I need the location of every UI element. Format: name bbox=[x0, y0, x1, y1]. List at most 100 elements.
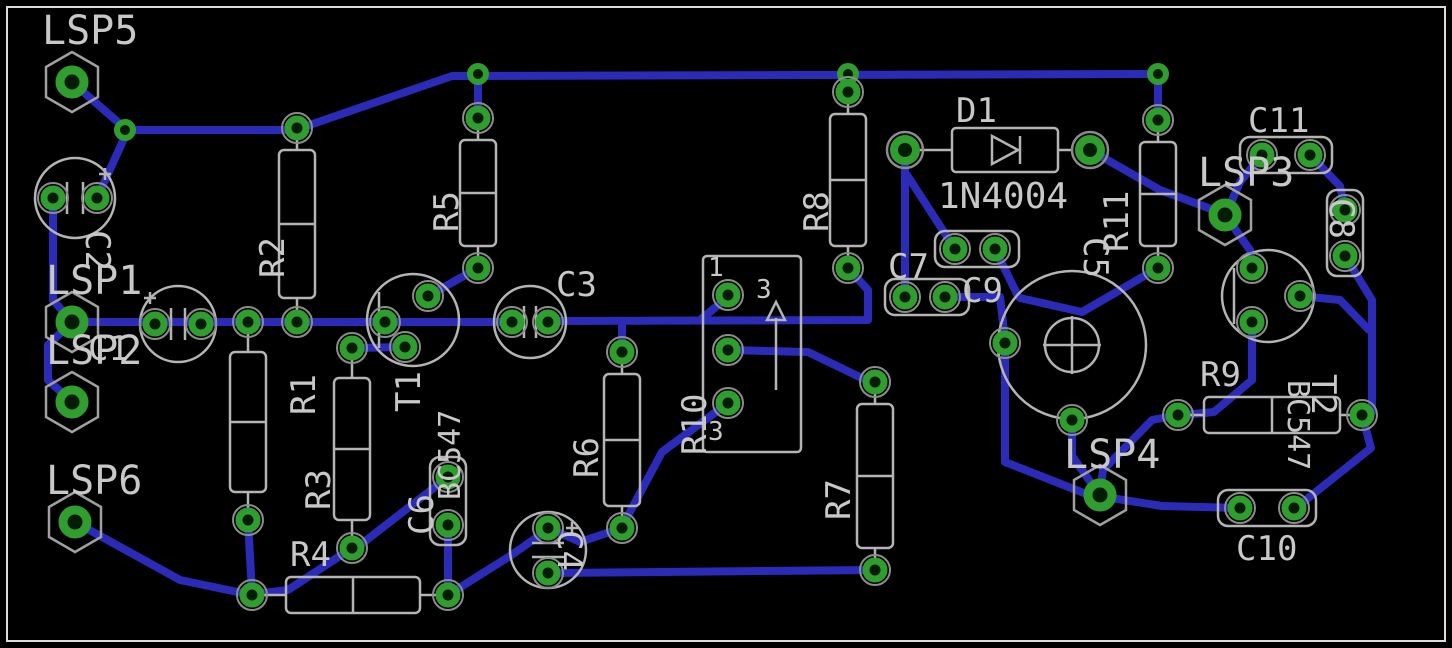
label-t2: T2 bbox=[1303, 374, 1343, 415]
pad[interactable] bbox=[1143, 105, 1173, 135]
trace[interactable] bbox=[901, 146, 1162, 501]
pad[interactable] bbox=[233, 505, 263, 535]
resistor-R2-outline[interactable] bbox=[277, 128, 317, 322]
pad[interactable] bbox=[533, 307, 563, 337]
label-c6: C6 bbox=[402, 494, 442, 535]
label-r7: R7 bbox=[819, 479, 859, 520]
pad[interactable] bbox=[1237, 253, 1267, 283]
pad[interactable] bbox=[370, 307, 400, 337]
label-r1: R1 bbox=[284, 374, 324, 415]
label-r10-pin3-right: 3 bbox=[756, 275, 772, 305]
pad[interactable] bbox=[607, 337, 637, 367]
pad[interactable] bbox=[233, 307, 263, 337]
resistor-R3-outline[interactable] bbox=[332, 348, 372, 548]
pad[interactable] bbox=[1279, 493, 1309, 523]
pad[interactable] bbox=[1163, 400, 1193, 430]
pad[interactable] bbox=[463, 103, 493, 133]
pad[interactable] bbox=[237, 580, 267, 610]
pad[interactable] bbox=[463, 253, 493, 283]
pad[interactable] bbox=[82, 183, 112, 213]
pad[interactable] bbox=[713, 388, 743, 418]
label-r6: R6 bbox=[567, 437, 607, 478]
diode-D1-outline[interactable] bbox=[919, 126, 1073, 174]
label-lsp6: LSP6 bbox=[46, 458, 142, 504]
pad[interactable] bbox=[1295, 140, 1325, 170]
via-pad[interactable] bbox=[117, 122, 133, 138]
board-outline bbox=[6, 6, 1446, 642]
capacitor-C11-outline[interactable] bbox=[1238, 135, 1334, 175]
pad[interactable] bbox=[1330, 241, 1360, 271]
resistor-R1-outline[interactable] bbox=[228, 322, 268, 520]
pad[interactable] bbox=[990, 328, 1020, 358]
label-r10-pin3-bottom: 3 bbox=[708, 417, 724, 447]
pad[interactable] bbox=[186, 309, 216, 339]
pads bbox=[38, 52, 1377, 610]
label-t1: T1 bbox=[389, 371, 429, 412]
label-c5: C5 bbox=[1075, 237, 1115, 278]
pad[interactable] bbox=[607, 513, 637, 543]
label-lsp4: LSP4 bbox=[1064, 432, 1160, 478]
via-pad[interactable] bbox=[470, 66, 486, 82]
pad[interactable] bbox=[1347, 400, 1377, 430]
pad[interactable] bbox=[1225, 493, 1255, 523]
pad[interactable] bbox=[140, 309, 170, 339]
label-c2: C2 bbox=[77, 230, 117, 271]
resistor-R11-outline[interactable] bbox=[1138, 120, 1178, 268]
capacitor-C8-outline[interactable] bbox=[1325, 188, 1365, 278]
pad[interactable] bbox=[1285, 281, 1315, 311]
label-c4: C4 bbox=[549, 530, 589, 571]
pad[interactable] bbox=[940, 234, 970, 264]
label-d1: D1 bbox=[956, 91, 997, 131]
label-r10-pin1: 1 bbox=[708, 253, 724, 283]
capacitor-C7-outline[interactable] bbox=[883, 277, 971, 317]
resistor-R4-outline[interactable] bbox=[252, 575, 448, 615]
silkscreen bbox=[33, 92, 1365, 615]
capacitor-C9-outline[interactable] bbox=[933, 229, 1021, 269]
label-r11: R11 bbox=[1097, 191, 1137, 252]
label-c11: C11 bbox=[1248, 101, 1309, 141]
label-t1-value: BC547 bbox=[433, 410, 468, 500]
pad[interactable] bbox=[833, 253, 863, 283]
pad[interactable] bbox=[860, 555, 890, 585]
pad[interactable] bbox=[980, 234, 1010, 264]
pad[interactable] bbox=[713, 280, 743, 310]
resistor-R7-outline[interactable] bbox=[855, 382, 895, 570]
resistor-R8-outline[interactable] bbox=[828, 92, 868, 268]
label-d1-value: 1N4004 bbox=[938, 176, 1068, 217]
pad[interactable] bbox=[860, 367, 890, 397]
pad[interactable] bbox=[282, 307, 312, 337]
trimmer-R10-outline[interactable] bbox=[701, 254, 803, 454]
label-r9: R9 bbox=[1200, 355, 1241, 395]
pad[interactable] bbox=[413, 281, 443, 311]
capacitor-C10-outline[interactable] bbox=[1216, 488, 1318, 528]
label-lsp2: LSP2 bbox=[46, 328, 142, 374]
label-lsp3: LSP3 bbox=[1198, 150, 1294, 196]
pad[interactable] bbox=[390, 332, 420, 362]
pad[interactable] bbox=[38, 183, 68, 213]
pad[interactable] bbox=[833, 77, 863, 107]
trace[interactable] bbox=[71, 346, 879, 599]
via-pad[interactable] bbox=[1150, 66, 1166, 82]
pad[interactable] bbox=[887, 132, 923, 168]
pad[interactable] bbox=[337, 533, 367, 563]
label-r8: R8 bbox=[797, 191, 837, 232]
trace[interactable] bbox=[68, 70, 1162, 202]
pad[interactable] bbox=[1143, 253, 1173, 283]
label-c8: C8 bbox=[1321, 198, 1361, 239]
label-lsp5: LSP5 bbox=[42, 8, 138, 54]
pad[interactable] bbox=[1057, 405, 1087, 435]
label-c3: C3 bbox=[556, 265, 597, 305]
capacitor-C6-outline[interactable] bbox=[428, 455, 468, 547]
pad[interactable] bbox=[713, 335, 743, 365]
label-t2-value: BC547 bbox=[1280, 380, 1315, 470]
pad[interactable] bbox=[1072, 132, 1108, 168]
pad[interactable] bbox=[337, 333, 367, 363]
pad[interactable] bbox=[433, 580, 463, 610]
pad[interactable] bbox=[930, 282, 960, 312]
pad[interactable] bbox=[282, 113, 312, 143]
label-c7: C7 bbox=[888, 247, 929, 287]
label-r10: R10 bbox=[675, 394, 715, 455]
pad[interactable] bbox=[1237, 307, 1267, 337]
pad[interactable] bbox=[497, 307, 527, 337]
